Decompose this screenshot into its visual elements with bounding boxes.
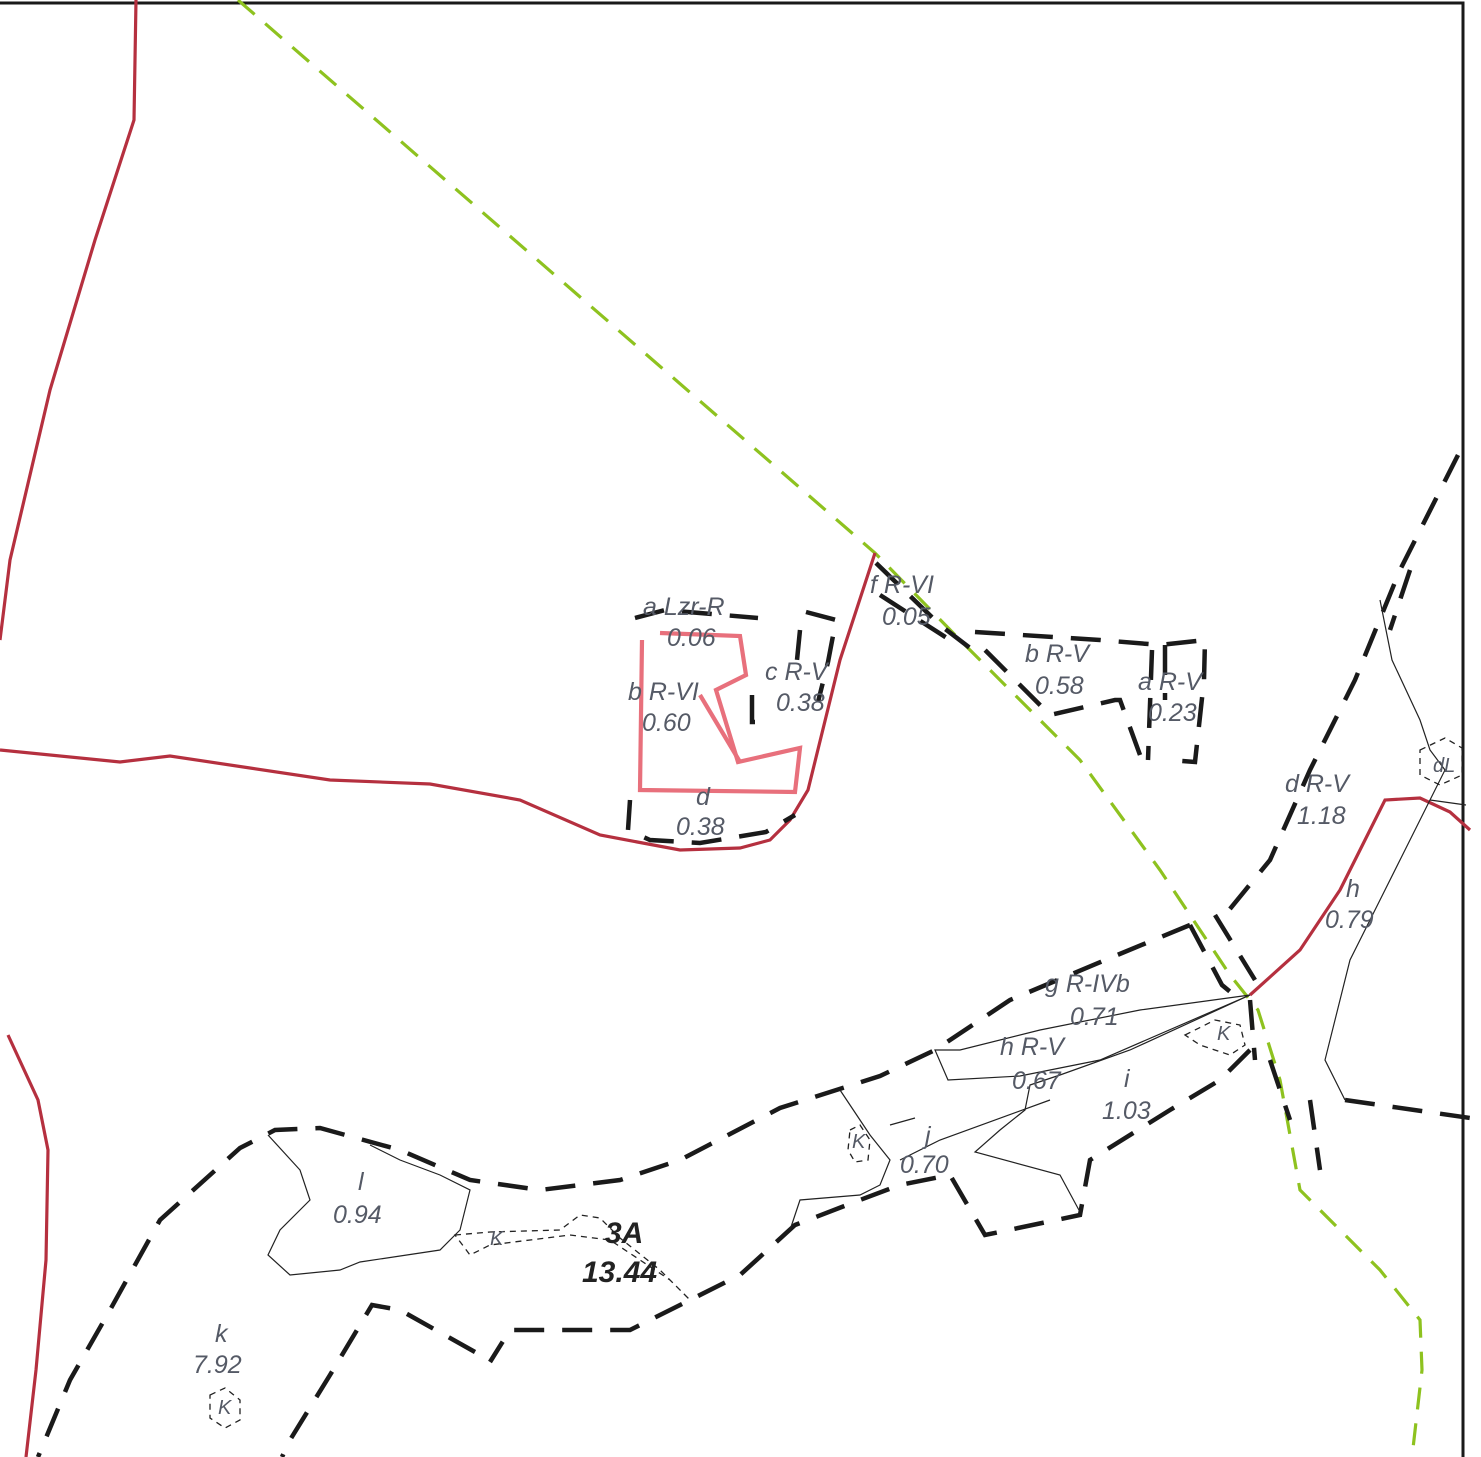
dashed-parcel-a-top [634,607,759,621]
red-boundary-road [0,552,877,852]
red-boundary-southwest [6,1034,50,1457]
dashed-junction [1188,913,1471,1171]
label-d-area: 0.38 [676,813,725,841]
label-c-rv-area: 0.38 [776,689,825,717]
label-h: h [1346,875,1360,903]
label-d-rv: d R-V [1285,770,1351,798]
red-boundary-east [1248,796,1472,997]
k-patch-dl [1419,737,1463,786]
label-l-area: 0.94 [333,1201,382,1229]
label-f-rvi-area: 0.05 [882,603,931,631]
label-c-rv: c R-V [765,658,830,686]
label-b-rvi-area: 0.60 [642,709,691,737]
k-symbol-j: K [852,1131,867,1153]
label-g-rivb-area: 0.71 [1070,1003,1119,1031]
label-h-rv: h R-V [1000,1033,1066,1061]
label-a-lzr: a Lzr-R [643,593,725,621]
dashed-unit-3a-main [35,922,1191,1457]
k-patch-east [1183,1019,1246,1056]
dashed-parcel-b-rv [974,629,1208,765]
thin-boundary-g [934,994,1251,1081]
label-g-rivb: g R-IVb [1045,970,1130,998]
label-b-rv-area: 0.58 [1035,672,1084,700]
label-h-rv-area: 0.67 [1012,1067,1062,1095]
k-symbol-k: K [218,1397,233,1419]
dashed-parcel-c [749,609,839,725]
label-dl: dL [1433,755,1455,777]
green-dashed-boundary [236,0,1424,1457]
label-j-area: 0.70 [900,1151,949,1179]
label-d: d [696,783,711,811]
label-b-rv: b R-V [1025,640,1091,668]
label-k: k [215,1320,229,1348]
k-symbol-centre: K [490,1228,505,1250]
label-a-rv: a R-V [1138,668,1204,696]
k-patch-k [209,1387,241,1429]
dashed-unit-3a-south [279,1048,1252,1457]
dashed-parcel-f [874,561,972,650]
label-a-rv-area: 0.23 [1148,699,1197,727]
k-symbol-east: K [1217,1023,1232,1045]
label-j: j [922,1122,932,1150]
label-a-lzr-area: 0.06 [667,624,716,652]
label-h-area: 0.79 [1325,906,1374,934]
k-patch-j [847,1124,871,1163]
dashed-parcel-d-rv [1223,453,1461,917]
label-d-rv-area: 1.18 [1297,802,1346,830]
label-f-rvi: f R-VI [870,571,934,599]
label-b-rvi: b R-VI [628,678,699,706]
thin-boundary-east-cut [1429,799,1467,806]
label-unit-3a: 3A [605,1217,643,1250]
label-i-area: 1.03 [1102,1097,1151,1125]
thin-boundary-l [267,1134,471,1276]
red-boundary-west [0,0,138,641]
label-unit-3a-area: 13.44 [582,1256,657,1289]
thin-boundary-i [973,994,1251,1213]
label-k-area: 7.92 [193,1351,242,1379]
label-i: i [1124,1065,1131,1093]
label-l: l [358,1168,365,1196]
thin-boundary-j [789,1089,1051,1231]
parcel-pink-inner [698,693,742,764]
dashed-parcel-d-south [625,799,797,846]
thin-boundary-h [1324,599,1446,1101]
